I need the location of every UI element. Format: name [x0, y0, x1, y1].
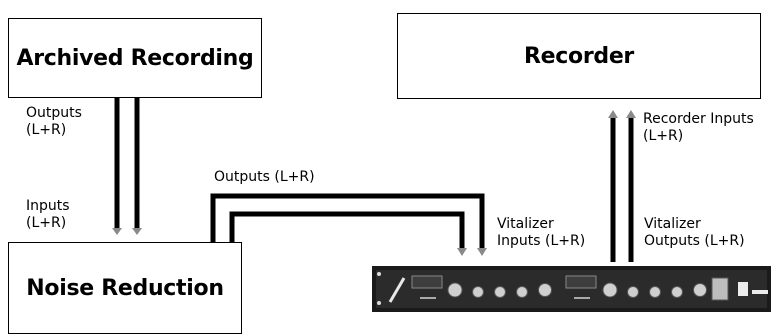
noise-inputs-label: Inputs (L+R): [26, 198, 70, 232]
connection-diagram: [112, 98, 771, 312]
archived-to-noise-cables: [112, 98, 142, 235]
archived-recording-label: Archived Recording: [16, 45, 254, 71]
archived-outputs-line1: Outputs: [26, 105, 82, 121]
archived-outputs-line2: (L+R): [26, 122, 67, 138]
recorder-label: Recorder: [524, 43, 634, 69]
vitalizer-inputs-label: Vitalizer Inputs (L+R): [497, 216, 585, 250]
noise-reduction-box: Noise Reduction: [8, 242, 242, 334]
noise-outputs-label: Outputs (L+R): [214, 169, 315, 185]
noise-to-vitalizer-cables: [210, 193, 487, 256]
vitalizer-outputs-label: Vitalizer Outputs (L+R): [644, 216, 745, 250]
archived-outputs-label: Outputs (L+R): [26, 105, 82, 139]
noise-inputs-line1: Inputs: [26, 198, 70, 214]
noise-reduction-label: Noise Reduction: [26, 275, 224, 301]
recorder-box: Recorder: [397, 13, 761, 99]
vitalizer-inputs-line1: Vitalizer: [497, 216, 554, 232]
noise-inputs-line2: (L+R): [26, 215, 67, 231]
vitalizer-outputs-line2: Outputs (L+R): [644, 233, 745, 249]
vitalizer-inputs-line2: Inputs (L+R): [497, 233, 586, 249]
vitalizer-to-recorder-cables: [608, 110, 636, 262]
recorder-inputs-label: Recorder Inputs (L+R): [643, 111, 754, 145]
vitalizer-outputs-line1: Vitalizer: [644, 216, 701, 232]
recorder-inputs-line2: (L+R): [643, 128, 684, 144]
vitalizer-device: [372, 266, 771, 312]
archived-recording-box: Archived Recording: [8, 18, 262, 98]
recorder-inputs-line1: Recorder Inputs: [643, 111, 754, 127]
